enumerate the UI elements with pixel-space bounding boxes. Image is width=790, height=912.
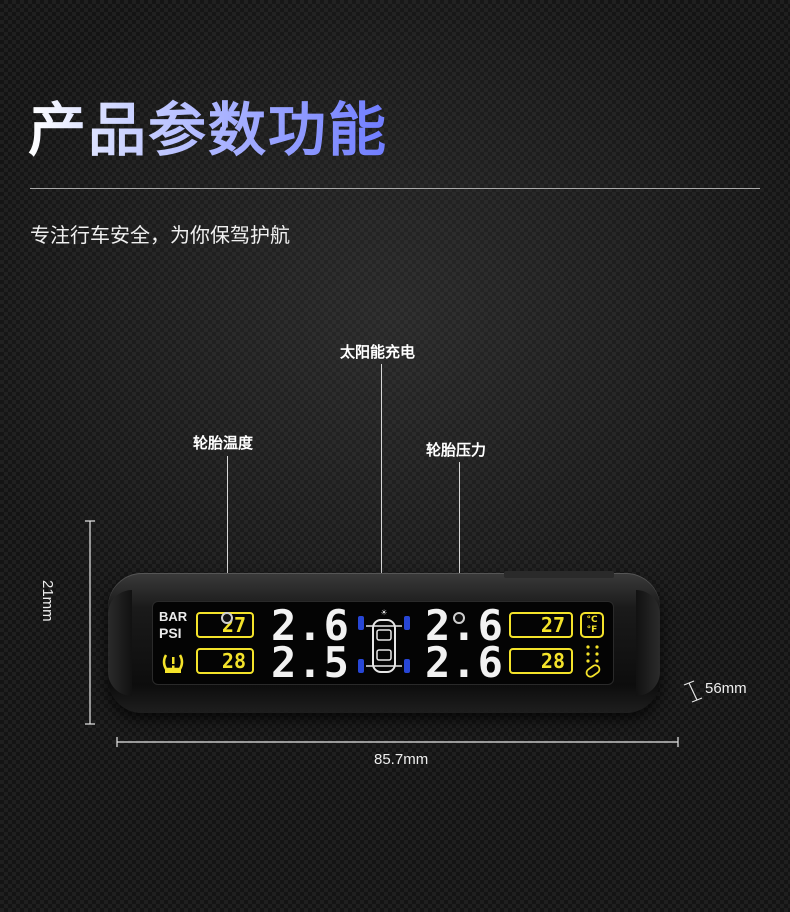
rear-left-pressure: 2.5 [271, 638, 350, 687]
depth-dimension: 56mm [705, 680, 747, 697]
tire-rear-right-icon [404, 659, 410, 673]
callout-solar: 太阳能充电 [340, 343, 416, 361]
device-top-ridge [504, 571, 614, 578]
page-subtitle: 专注行车安全，为你保驾护航 [30, 223, 290, 247]
front-left-pressure: 2.6 [271, 601, 350, 650]
tire-front-left-icon [358, 616, 364, 630]
rear-left-temperature: 28 [196, 648, 254, 674]
front-right-pressure: 2.6 [425, 601, 504, 650]
callout-temperature: 轮胎温度 [193, 434, 254, 452]
unit-psi-label: PSI [159, 625, 182, 641]
callout-temperature-line [227, 456, 228, 614]
width-dimension: 85.7mm [374, 751, 429, 768]
callout-solar-line [381, 364, 382, 612]
callout-pressure: 轮胎压力 [426, 441, 487, 459]
device-end-left [108, 590, 132, 696]
device-end-right [636, 590, 660, 696]
tire-rear-left-icon [358, 659, 364, 673]
svg-text:☀: ☀ [380, 608, 387, 617]
page-title: 产品参数功能 [28, 92, 388, 168]
car-diagram-icon: ☀ [366, 608, 402, 673]
tire-warning-icon [162, 654, 184, 673]
temperature-marker [221, 612, 233, 624]
callout-pressure-line [459, 462, 460, 612]
rear-right-pressure: 2.6 [425, 638, 504, 687]
unit-bar-label: BAR [159, 609, 188, 624]
front-right-temperature: 27 [509, 612, 573, 638]
rear-right-temperature: 28 [509, 648, 573, 674]
temperature-unit-indicator: °C °F [580, 612, 604, 638]
lcd-screen: BAR PSI 27 28 2.6 2.5 ☀ 2.6 2.6 27 28 °C… [152, 601, 614, 685]
tire-front-right-icon [404, 616, 410, 630]
height-dimension: 21mm [39, 580, 56, 622]
sensor-link-icon [585, 645, 601, 678]
pressure-marker [453, 612, 465, 624]
title-divider [30, 188, 760, 189]
